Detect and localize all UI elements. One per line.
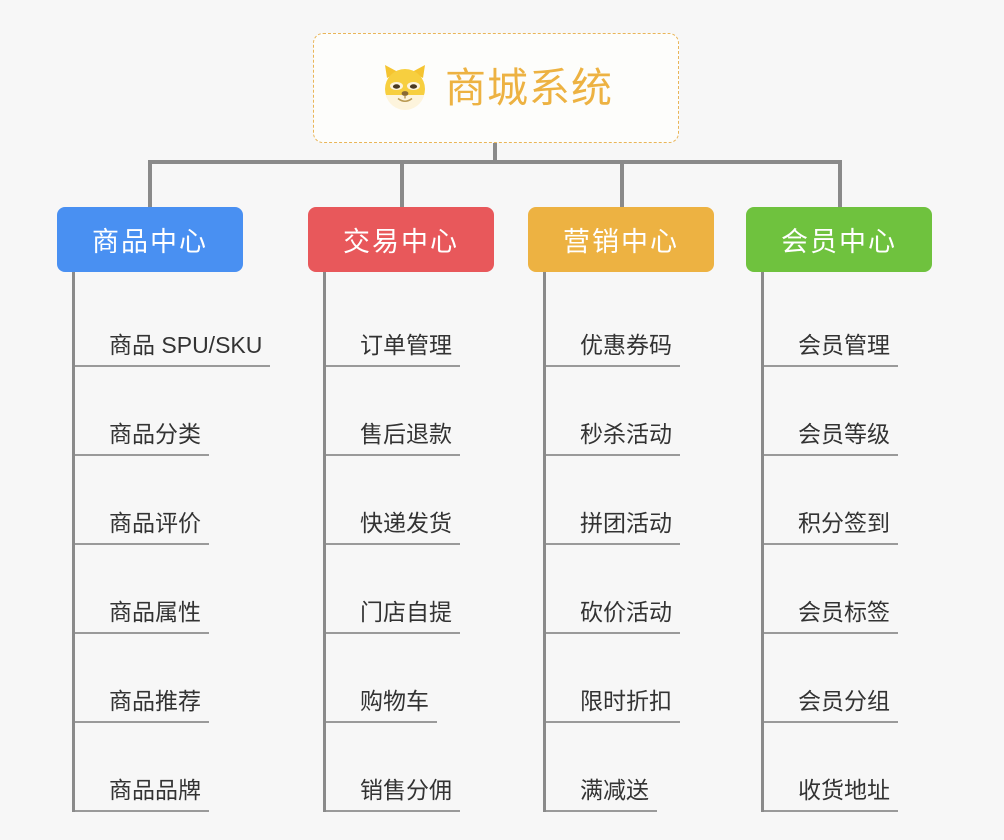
leaf-item[interactable]: 订单管理 xyxy=(326,278,508,367)
leaf-item[interactable]: 商品 SPU/SKU xyxy=(75,278,297,367)
leaf-list-2: 订单管理 售后退款 快递发货 门店自提 购物车 销售分佣 xyxy=(323,272,508,812)
leaf-label: 快递发货 xyxy=(326,510,460,545)
leaf-label: 订单管理 xyxy=(326,332,460,367)
branch-header-4[interactable]: 会员中心 xyxy=(746,207,932,272)
leaf-label: 销售分佣 xyxy=(326,777,460,812)
connector-horizontal-bar xyxy=(148,160,842,164)
leaf-label: 满减送 xyxy=(546,777,657,812)
leaf-item[interactable]: 砍价活动 xyxy=(546,545,728,634)
connector-root-stem xyxy=(493,143,497,164)
leaf-label: 会员分组 xyxy=(764,688,898,723)
leaf-item[interactable]: 会员标签 xyxy=(764,545,946,634)
branch-column-1: 商品中心 商品 SPU/SKU 商品分类 商品评价 商品属性 商品推荐 商品品牌 xyxy=(57,207,297,812)
leaf-item[interactable]: 商品属性 xyxy=(75,545,297,634)
leaf-label: 积分签到 xyxy=(764,510,898,545)
leaf-item[interactable]: 优惠券码 xyxy=(546,278,728,367)
leaf-label: 商品 SPU/SKU xyxy=(75,332,271,367)
leaf-list-1: 商品 SPU/SKU 商品分类 商品评价 商品属性 商品推荐 商品品牌 xyxy=(72,272,297,812)
leaf-item[interactable]: 商品推荐 xyxy=(75,634,297,723)
leaf-label: 限时折扣 xyxy=(546,688,680,723)
root-title: 商城系统 xyxy=(445,64,613,111)
leaf-item[interactable]: 销售分佣 xyxy=(326,723,508,812)
branch-header-label-1: 商品中心 xyxy=(92,227,208,257)
root-node[interactable]: 商城系统 xyxy=(313,33,679,143)
leaf-item[interactable]: 收货地址 xyxy=(764,723,946,812)
leaf-list-3: 优惠券码 秒杀活动 拼团活动 砍价活动 限时折扣 满减送 xyxy=(543,272,728,812)
leaf-item[interactable]: 限时折扣 xyxy=(546,634,728,723)
leaf-label: 会员管理 xyxy=(764,332,898,367)
leaf-item[interactable]: 快递发货 xyxy=(326,456,508,545)
leaf-item[interactable]: 会员等级 xyxy=(764,367,946,456)
leaf-item[interactable]: 拼团活动 xyxy=(546,456,728,545)
leaf-label: 秒杀活动 xyxy=(546,421,680,456)
leaf-item[interactable]: 售后退款 xyxy=(326,367,508,456)
leaf-label: 商品属性 xyxy=(75,599,209,634)
leaf-label: 门店自提 xyxy=(326,599,460,634)
branch-header-2[interactable]: 交易中心 xyxy=(308,207,494,272)
leaf-list-4: 会员管理 会员等级 积分签到 会员标签 会员分组 收货地址 xyxy=(761,272,946,812)
shiba-dog-face-icon xyxy=(379,62,431,114)
leaf-label: 售后退款 xyxy=(326,421,460,456)
branch-header-label-3: 营销中心 xyxy=(563,227,679,257)
branch-header-1[interactable]: 商品中心 xyxy=(57,207,243,272)
leaf-item[interactable]: 商品品牌 xyxy=(75,723,297,812)
branch-column-4: 会员中心 会员管理 会员等级 积分签到 会员标签 会员分组 收货地址 xyxy=(746,207,946,812)
connector-drop-4 xyxy=(838,160,842,208)
leaf-label: 砍价活动 xyxy=(546,599,680,634)
connector-drop-3 xyxy=(620,160,624,208)
branch-header-3[interactable]: 营销中心 xyxy=(528,207,714,272)
branch-header-label-4: 会员中心 xyxy=(781,227,897,257)
leaf-label: 商品品牌 xyxy=(75,777,209,812)
leaf-label: 拼团活动 xyxy=(546,510,680,545)
connector-drop-2 xyxy=(400,160,404,208)
leaf-item[interactable]: 秒杀活动 xyxy=(546,367,728,456)
leaf-item[interactable]: 门店自提 xyxy=(326,545,508,634)
leaf-item[interactable]: 积分签到 xyxy=(764,456,946,545)
leaf-item[interactable]: 会员管理 xyxy=(764,278,946,367)
leaf-item[interactable]: 商品分类 xyxy=(75,367,297,456)
leaf-label: 优惠券码 xyxy=(546,332,680,367)
leaf-label: 购物车 xyxy=(326,688,437,723)
leaf-item[interactable]: 商品评价 xyxy=(75,456,297,545)
leaf-item[interactable]: 会员分组 xyxy=(764,634,946,723)
branch-column-2: 交易中心 订单管理 售后退款 快递发货 门店自提 购物车 销售分佣 xyxy=(308,207,508,812)
branch-column-3: 营销中心 优惠券码 秒杀活动 拼团活动 砍价活动 限时折扣 满减送 xyxy=(528,207,728,812)
leaf-label: 商品分类 xyxy=(75,421,209,456)
leaf-item[interactable]: 购物车 xyxy=(326,634,508,723)
leaf-label: 商品评价 xyxy=(75,510,209,545)
leaf-label: 商品推荐 xyxy=(75,688,209,723)
leaf-item[interactable]: 满减送 xyxy=(546,723,728,812)
branch-header-label-2: 交易中心 xyxy=(343,227,459,257)
connector-drop-1 xyxy=(148,160,152,208)
leaf-label: 收货地址 xyxy=(764,777,898,812)
leaf-label: 会员标签 xyxy=(764,599,898,634)
leaf-label: 会员等级 xyxy=(764,421,898,456)
